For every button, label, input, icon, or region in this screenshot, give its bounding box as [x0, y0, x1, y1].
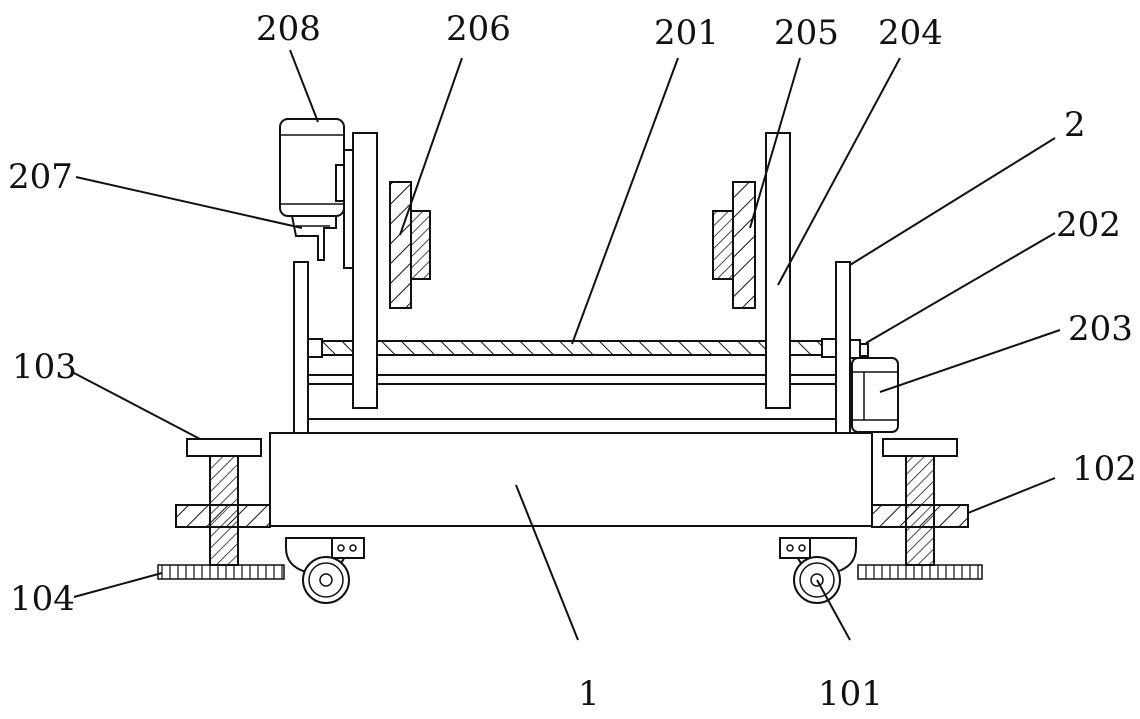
leader-208: [289, 49, 319, 123]
label-101: 101: [818, 674, 883, 714]
right-caster: [779, 537, 857, 604]
coupling: [849, 339, 861, 359]
right-screw-rod: [905, 454, 935, 566]
leader-206: [399, 57, 463, 236]
leader-202: [865, 232, 1056, 344]
label-2: 2: [1064, 105, 1086, 145]
right-pad-inner: [732, 181, 756, 309]
coupling-ring: [859, 343, 869, 357]
frame-right-post: [835, 261, 851, 434]
right-foot-pad: [857, 564, 983, 580]
left-clamp-plate: [352, 132, 378, 409]
label-204: 204: [878, 13, 943, 53]
leader-203: [879, 329, 1061, 393]
label-205: 205: [774, 13, 839, 53]
base-body: [269, 432, 873, 527]
motor-208: [279, 118, 354, 269]
left-screw-cap: [186, 438, 262, 457]
right-screw-cap: [882, 438, 958, 457]
leader-205: [749, 57, 801, 229]
left-foot-pad: [157, 564, 285, 580]
leader-204: [777, 57, 901, 286]
label-103: 103: [12, 347, 77, 387]
leader-104: [73, 572, 163, 598]
label-202: 202: [1056, 205, 1121, 245]
label-208: 208: [256, 9, 321, 49]
leader-2: [849, 137, 1056, 266]
right-pad-outer: [712, 210, 734, 280]
label-201: 201: [654, 13, 719, 53]
left-pad-inner: [389, 181, 412, 309]
left-pad-outer: [410, 210, 431, 280]
leader-1: [515, 484, 579, 641]
frame-left-post: [293, 261, 309, 434]
left-caster: [285, 537, 365, 604]
lead-screw-left-end: [307, 338, 323, 358]
frame-bottom-bar: [307, 418, 837, 434]
label-102: 102: [1072, 449, 1137, 489]
label-206: 206: [446, 9, 511, 49]
leader-101: [816, 579, 851, 641]
gear-207: [290, 215, 337, 261]
left-screw-rod: [209, 454, 239, 566]
leader-207: [75, 176, 303, 229]
leader-102: [967, 477, 1056, 514]
lead-screw-right-end: [821, 338, 837, 358]
label-104: 104: [10, 579, 75, 619]
motor-203: [851, 357, 899, 433]
label-207: 207: [8, 157, 73, 197]
label-203: 203: [1068, 309, 1133, 349]
leader-201: [571, 57, 679, 345]
leader-103: [73, 372, 201, 440]
label-1: 1: [578, 674, 600, 714]
